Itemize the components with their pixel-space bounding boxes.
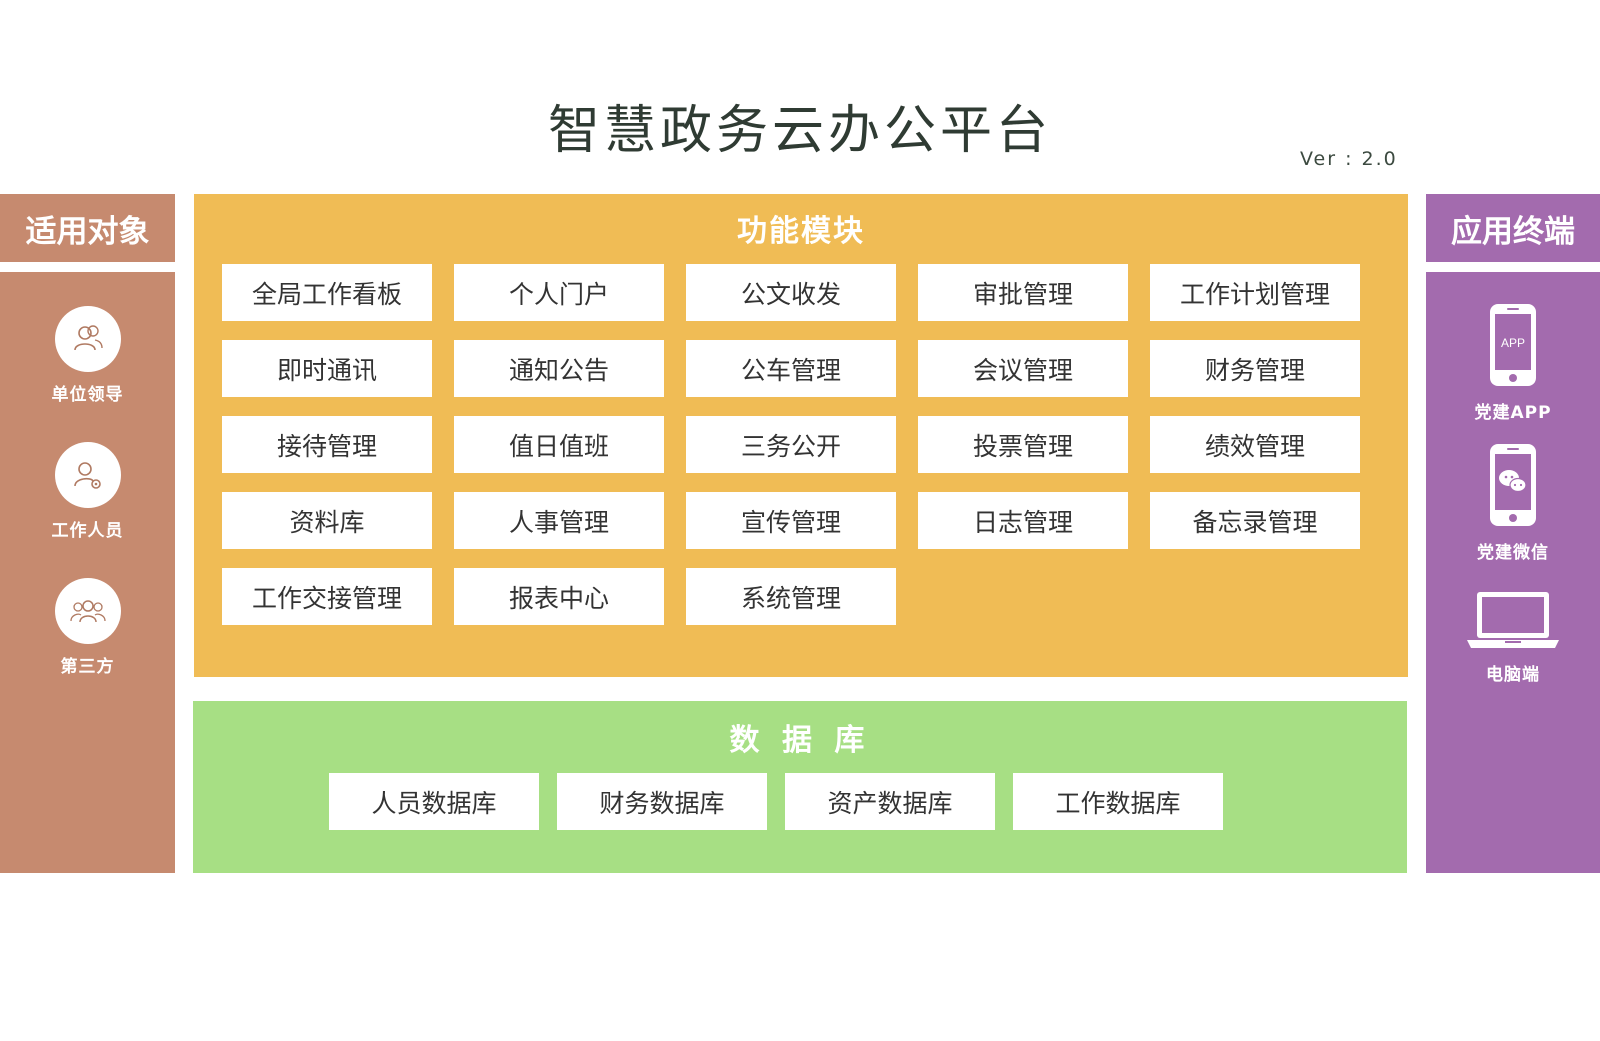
user-settings-icon: [54, 442, 121, 508]
module-button[interactable]: 通知公告: [454, 340, 664, 397]
module-button[interactable]: 公车管理: [686, 340, 896, 397]
database-panel: 数 据 库 人员数据库 财务数据库 资产数据库 工作数据库: [193, 701, 1407, 873]
module-button[interactable]: 宣传管理: [686, 492, 896, 549]
database-button[interactable]: 工作数据库: [1013, 773, 1223, 830]
module-button[interactable]: 工作交接管理: [222, 568, 432, 625]
audience-item-staff: 工作人员: [0, 442, 175, 541]
audience-label: 第三方: [60, 657, 115, 677]
group-icon: [54, 578, 121, 644]
module-button[interactable]: 人事管理: [454, 492, 664, 549]
database-button[interactable]: 财务数据库: [557, 773, 767, 830]
module-button[interactable]: 个人门户: [454, 264, 664, 321]
version-label: Ver : 2.0: [1300, 148, 1398, 170]
module-button[interactable]: 接待管理: [222, 416, 432, 473]
terminal-header: 应用终端: [1426, 194, 1600, 262]
terminal-label: 电脑端: [1486, 665, 1540, 685]
terminal-item-app: APP 党建APP: [1426, 302, 1600, 423]
module-button[interactable]: 审批管理: [918, 264, 1128, 321]
module-button[interactable]: 系统管理: [686, 568, 896, 625]
module-grid: 全局工作看板 个人门户 公文收发 审批管理 工作计划管理 即时通讯 通知公告 公…: [222, 264, 1360, 625]
module-button[interactable]: 全局工作看板: [222, 264, 432, 321]
svg-text:APP: APP: [1501, 336, 1525, 350]
audience-item-third-party: 第三方: [0, 578, 175, 677]
page-title: 智慧政务云办公平台: [547, 101, 1052, 161]
terminal-item-desktop: 电脑端: [1426, 590, 1600, 685]
terminal-panel: APP 党建APP 党建微信 电脑端: [1426, 272, 1600, 873]
phone-app-icon: APP: [1490, 304, 1536, 386]
database-button[interactable]: 资产数据库: [785, 773, 995, 830]
function-modules-title: 功能模块: [737, 214, 865, 249]
audience-label: 工作人员: [51, 521, 124, 541]
module-button[interactable]: 即时通讯: [222, 340, 432, 397]
module-button[interactable]: 三务公开: [686, 416, 896, 473]
users-icon: [54, 306, 121, 372]
audience-panel: 单位领导 工作人员 第三方: [0, 272, 175, 873]
audience-header: 适用对象: [0, 194, 175, 262]
module-button[interactable]: 会议管理: [918, 340, 1128, 397]
audience-label: 单位领导: [51, 385, 124, 405]
terminal-label: 党建APP: [1474, 403, 1552, 423]
module-button[interactable]: 投票管理: [918, 416, 1128, 473]
phone-wechat-icon: [1490, 444, 1536, 526]
module-button[interactable]: 公文收发: [686, 264, 896, 321]
module-button[interactable]: 财务管理: [1150, 340, 1360, 397]
module-button[interactable]: 备忘录管理: [1150, 492, 1360, 549]
audience-item-leader: 单位领导: [0, 306, 175, 405]
function-modules-panel: 功能模块 全局工作看板 个人门户 公文收发 审批管理 工作计划管理 即时通讯 通…: [194, 194, 1408, 677]
laptop-icon: [1467, 592, 1559, 648]
database-button[interactable]: 人员数据库: [329, 773, 539, 830]
terminal-label: 党建微信: [1477, 543, 1549, 563]
database-grid: 人员数据库 财务数据库 资产数据库 工作数据库: [329, 773, 1223, 830]
module-button[interactable]: 资料库: [222, 492, 432, 549]
module-button[interactable]: 值日值班: [454, 416, 664, 473]
module-button[interactable]: 报表中心: [454, 568, 664, 625]
module-button[interactable]: 日志管理: [918, 492, 1128, 549]
terminal-item-wechat: 党建微信: [1426, 442, 1600, 563]
database-title: 数 据 库: [729, 723, 871, 758]
module-button[interactable]: 工作计划管理: [1150, 264, 1360, 321]
module-button[interactable]: 绩效管理: [1150, 416, 1360, 473]
